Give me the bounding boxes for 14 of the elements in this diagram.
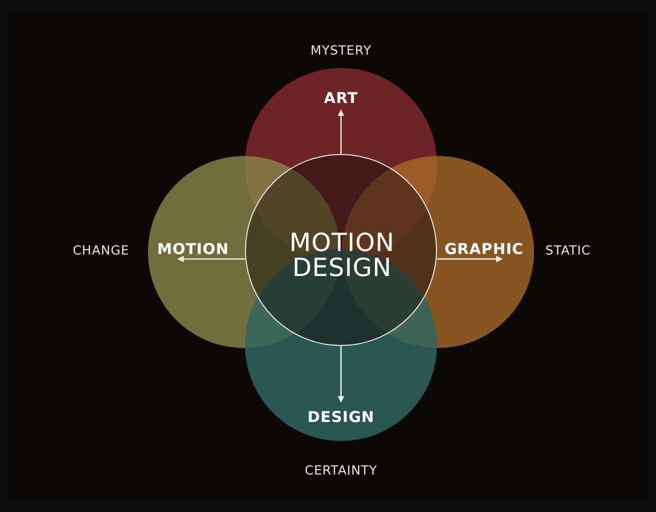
circle-label: MOTION DESIGN: [288, 230, 396, 280]
pole-label: MYSTERY: [310, 42, 372, 58]
pole-label: STATIC: [545, 242, 591, 258]
arrow: [338, 109, 344, 154]
circle-label: MOTION: [157, 240, 229, 258]
pole-label: CHANGE: [72, 242, 130, 258]
circle-label: ART: [324, 89, 358, 107]
circle-label: DESIGN: [308, 408, 374, 426]
arrow: [177, 256, 246, 262]
circle-label: GRAPHIC: [444, 240, 524, 258]
arrow: [338, 346, 344, 403]
pole-label: CERTAINTY: [304, 462, 378, 478]
arrow: [436, 256, 503, 262]
circle: [245, 154, 437, 346]
